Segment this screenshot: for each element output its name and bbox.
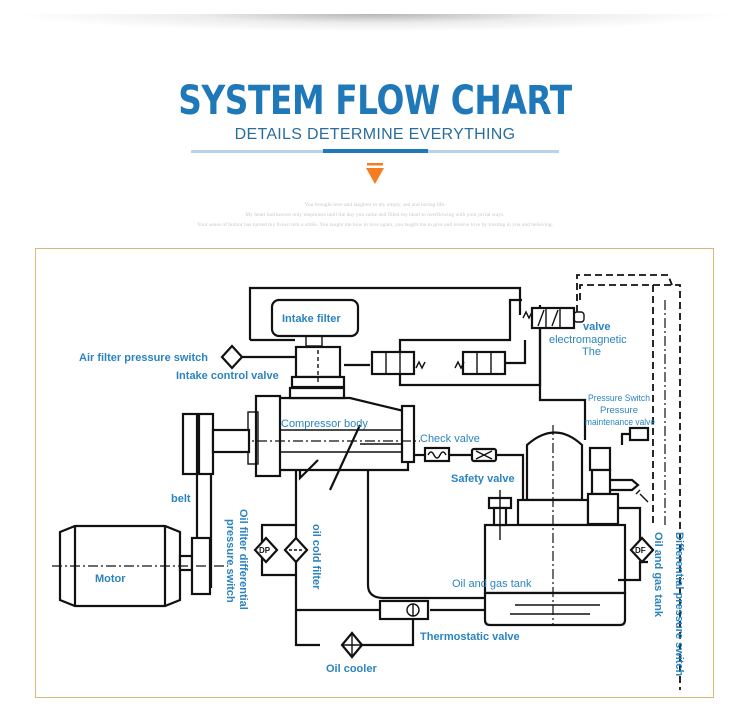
pressure-switch-icon bbox=[620, 426, 650, 503]
solenoid-valve bbox=[522, 306, 587, 440]
oil-filter-icon bbox=[283, 536, 309, 564]
label-maintenance-valve: maintenance valve bbox=[585, 417, 655, 428]
label-solenoid-line2: electromagnetic bbox=[549, 334, 627, 346]
top-air-loop bbox=[248, 286, 522, 342]
label-oil-gas-tank-vertical: Oil and gas tank bbox=[652, 532, 664, 618]
label-belt: belt bbox=[171, 493, 191, 505]
page-title: SYSTEM FLOW CHART bbox=[178, 78, 572, 124]
label-solenoid-line1: valve bbox=[583, 321, 611, 333]
label-differential-pressure-switch: Differential pressure switch bbox=[673, 532, 685, 677]
motor bbox=[52, 524, 228, 608]
label-pressure-switch: Pressure Switch bbox=[588, 393, 650, 404]
label-solenoid-line3: The bbox=[582, 346, 601, 358]
label-safety-valve: Safety valve bbox=[451, 473, 515, 485]
label-check-valve: Check valve bbox=[420, 433, 480, 445]
label-intake-filter: Intake filter bbox=[282, 313, 341, 325]
df-symbol-text: DF bbox=[635, 546, 646, 555]
compressor-body bbox=[185, 386, 420, 491]
intake-control-valve bbox=[290, 345, 346, 389]
blurb-line: You brought love and laughter to my empt… bbox=[304, 202, 446, 208]
blurb-line: My heart had known only emptiness until … bbox=[245, 212, 505, 218]
label-compressor-body: Compressor body bbox=[281, 418, 368, 430]
oil-circuit bbox=[260, 459, 490, 647]
oil-cooler-icon bbox=[340, 631, 364, 659]
pressure-maintenance-valve-icon bbox=[586, 446, 648, 582]
safety-valve-icon bbox=[487, 490, 513, 540]
label-pressure-switch-vertical: pressure switch bbox=[224, 519, 236, 603]
label-thermostatic-valve: Thermostatic valve bbox=[420, 631, 520, 643]
control-signal-lines bbox=[576, 274, 681, 690]
title-divider-accent bbox=[323, 149, 428, 153]
decorative-blurb: You brought love and laughter to my empt… bbox=[0, 200, 750, 230]
dp-symbol-text: DP bbox=[259, 546, 271, 555]
label-oil-filter-differential: Oil filter differential bbox=[237, 509, 249, 610]
page-subtitle: DETAILS DETERMINE EVERYTHING bbox=[234, 126, 516, 143]
label-oil-cooler: Oil cooler bbox=[326, 663, 377, 675]
label-intake-control-valve: Intake control valve bbox=[176, 370, 279, 382]
blurb-line: Your sense of humor has turned my frown … bbox=[196, 222, 554, 228]
air-filter-pressure-switch-icon bbox=[220, 344, 296, 370]
thermostatic-valve-icon bbox=[378, 599, 430, 621]
label-oil-and-gas-tank: Oil and gas tank bbox=[452, 578, 532, 590]
label-motor: Motor bbox=[95, 573, 126, 585]
top-shadow bbox=[0, 14, 750, 36]
compressor-shaft-pulley bbox=[181, 412, 251, 476]
down-arrow-icon bbox=[366, 163, 384, 184]
intake-filter bbox=[270, 298, 360, 347]
label-pressure: Pressure bbox=[600, 405, 638, 416]
df-switch-icon bbox=[629, 536, 655, 564]
label-oil-cold-filter: oil cold filter bbox=[310, 524, 322, 590]
oil-gas-tank bbox=[483, 425, 627, 627]
label-air-filter-pressure-switch: Air filter pressure switch bbox=[79, 352, 208, 364]
oil-filter-diff-switch-icon bbox=[253, 536, 279, 564]
check-valve bbox=[414, 446, 525, 500]
control-valves bbox=[344, 298, 542, 387]
